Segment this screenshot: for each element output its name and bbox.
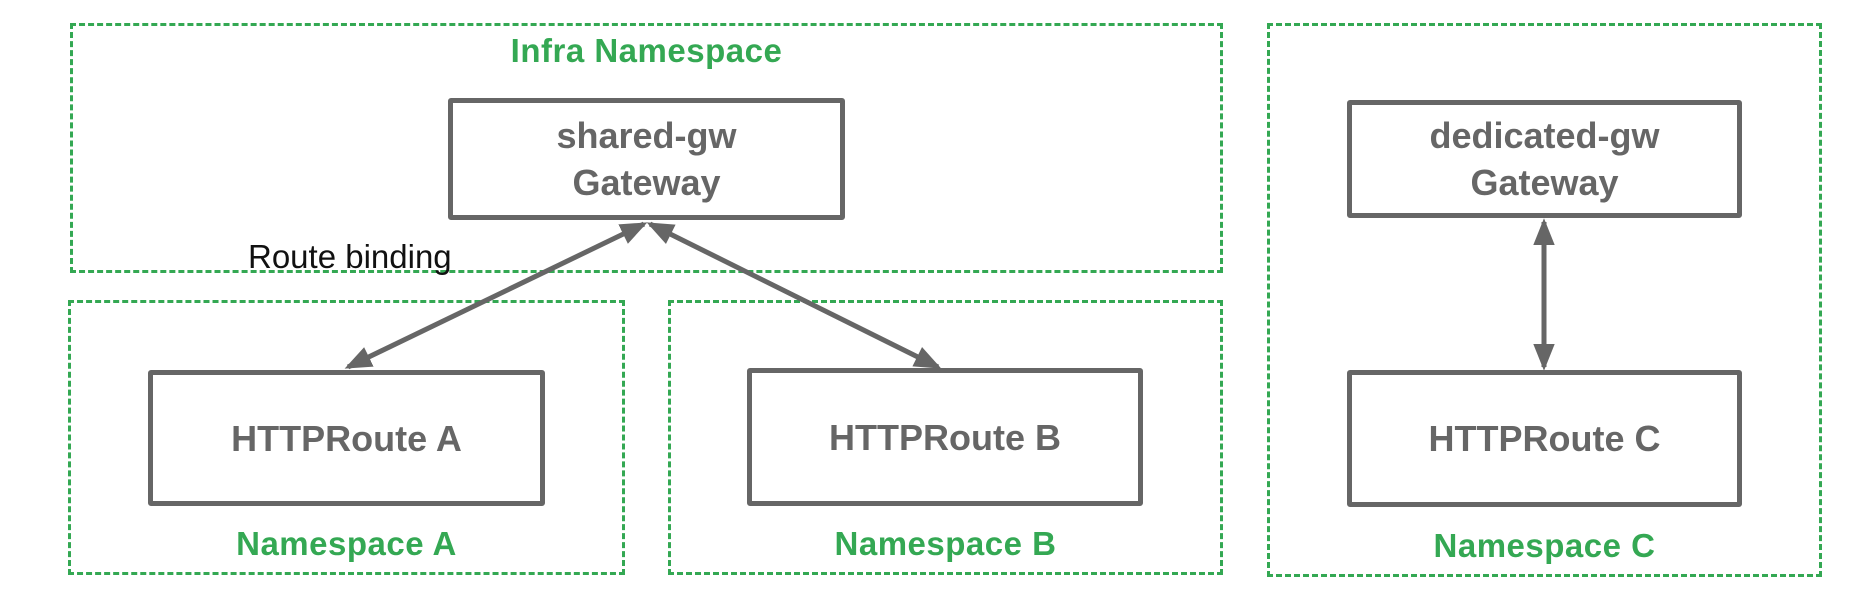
dedicated-gw-gateway-node: dedicated-gw Gateway xyxy=(1347,100,1742,218)
namespace-c-label: Namespace C xyxy=(1433,527,1656,564)
infra-namespace-label: Infra Namespace xyxy=(510,32,783,69)
namespace-c-box: Namespace C xyxy=(1267,23,1822,577)
namespace-a-label: Namespace A xyxy=(236,525,457,562)
dedicated-gw-gateway-name: dedicated-gw xyxy=(1429,115,1660,156)
httproute-b-node: HTTPRoute B xyxy=(747,368,1143,506)
httproute-a-label: HTTPRoute A xyxy=(231,417,462,459)
namespace-b-box: Namespace B xyxy=(668,300,1223,575)
shared-gw-gateway-node: shared-gw Gateway xyxy=(448,98,845,220)
namespace-b-label: Namespace B xyxy=(834,525,1057,562)
httproute-b-label: HTTPRoute B xyxy=(829,416,1061,458)
route-binding-label: Route binding xyxy=(248,238,452,275)
shared-gw-gateway-kind: Gateway xyxy=(572,162,721,203)
httproute-a-node: HTTPRoute A xyxy=(148,370,545,506)
httproute-c-label: HTTPRoute C xyxy=(1428,418,1661,459)
dedicated-gw-gateway-kind: Gateway xyxy=(1470,162,1619,203)
shared-gw-gateway-name: shared-gw xyxy=(556,115,737,156)
httproute-c-node: HTTPRoute C xyxy=(1347,370,1742,507)
